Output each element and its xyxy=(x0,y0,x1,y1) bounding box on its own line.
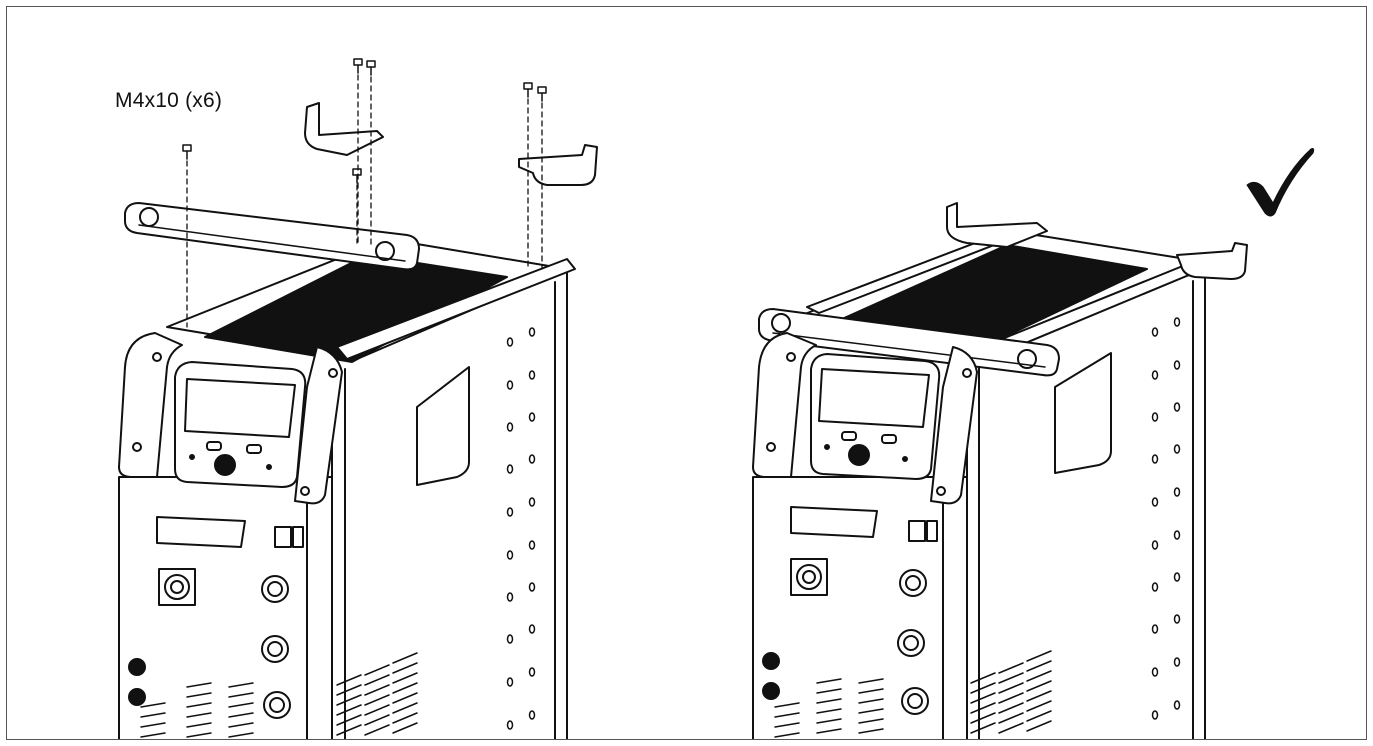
front-label-slot xyxy=(156,516,246,548)
right-handle xyxy=(294,346,343,505)
left-handle xyxy=(118,332,183,478)
screws xyxy=(182,58,547,184)
diagram-frame: M4x10 (x6) xyxy=(6,6,1367,740)
screw-icon xyxy=(537,86,547,102)
handle-bar xyxy=(124,202,420,271)
front-vents xyxy=(140,682,254,738)
screw-icon xyxy=(353,58,363,74)
screw-icon xyxy=(352,168,362,184)
screw-icon xyxy=(523,82,533,98)
bracket-right-assembled xyxy=(1176,242,1248,280)
alignment-lines xyxy=(186,74,543,328)
bracket-upper-assembled xyxy=(946,202,1048,248)
unit-front-body xyxy=(118,476,333,739)
display-screen xyxy=(184,378,296,438)
top-vent-panel xyxy=(204,254,508,363)
panel-button xyxy=(206,441,222,451)
checkmark-icon xyxy=(1246,148,1315,217)
assembly-illustration xyxy=(118,58,1315,739)
side-window xyxy=(416,366,470,486)
assembled-view xyxy=(752,202,1248,739)
screw-icon xyxy=(182,144,192,160)
screw-spec-label: M4x10 (x6) xyxy=(115,89,223,112)
panel-button xyxy=(246,444,262,454)
top-rail xyxy=(336,258,576,360)
unit-front-body-assembled xyxy=(752,476,968,739)
bracket-upper xyxy=(304,102,384,156)
side-vents xyxy=(336,652,418,736)
front-socket-square xyxy=(158,568,196,606)
side-holes xyxy=(506,327,536,730)
power-switch xyxy=(274,526,292,548)
screw-icon xyxy=(366,60,376,76)
control-knob xyxy=(214,454,236,476)
bracket-right xyxy=(518,144,598,186)
exploded-view xyxy=(118,58,598,739)
